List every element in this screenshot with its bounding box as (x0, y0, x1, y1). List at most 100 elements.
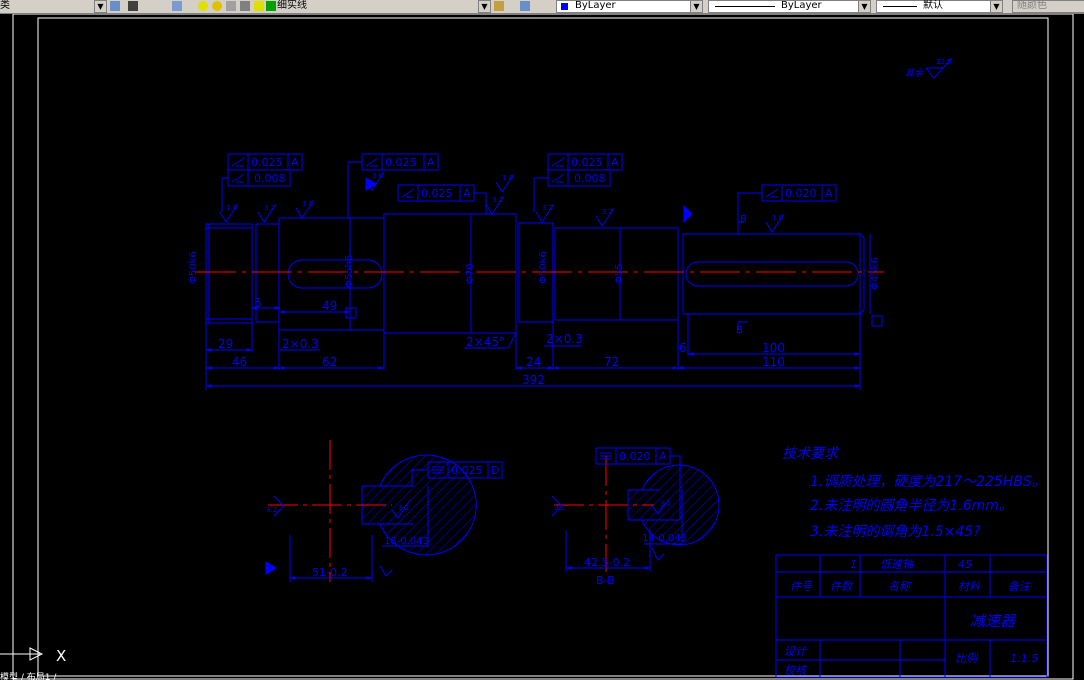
lightbulb-icon[interactable] (198, 1, 208, 11)
title-block-cell: 备注 (1008, 580, 1032, 593)
drawing-canvas[interactable]: 其余 12.5 Φ50k6 Φ55h6 Φ70 Φ50k6 Φ55 Φ45k6 (0, 14, 1084, 680)
dimension-lines (205, 306, 861, 390)
plotstyle-select[interactable]: 随颜色 (1012, 0, 1084, 13)
roughness-mark-value: 3.2 (266, 506, 277, 514)
dimension-text: 100 (762, 341, 785, 355)
roughness-symbol-icon (925, 57, 953, 79)
dimension-text: 14-0.043 (642, 533, 687, 544)
keyway-left (287, 259, 383, 289)
layer-name[interactable]: 细实线 (277, 0, 307, 11)
lineweight-value: 默认 (923, 0, 943, 11)
chevron-down-icon[interactable]: ▼ (94, 0, 107, 13)
linetype-select[interactable]: ByLayer (708, 0, 870, 13)
fcf-value: 0.025 (421, 187, 453, 200)
layout-tabs[interactable]: 模型 / 布局1 / (0, 671, 57, 680)
dimension-text: 18-0.043 (384, 536, 429, 547)
chevron-down-icon[interactable]: ▼ (858, 0, 871, 13)
keyway-right (685, 261, 859, 287)
diameter-label: Φ50k6 (538, 251, 549, 284)
datum-symbols (345, 177, 883, 327)
layer-icon[interactable] (110, 1, 120, 11)
layer-previous-icon[interactable] (520, 1, 530, 11)
dimension-text: 72 (604, 355, 619, 369)
ucs-icon (0, 647, 44, 661)
drawing-border (37, 17, 1049, 677)
shaft-outline (205, 213, 865, 334)
dimension-text: 2×0.3 (282, 337, 319, 351)
chevron-down-icon[interactable]: ▼ (690, 0, 703, 13)
title-block-cell: 设计 (784, 645, 807, 658)
dimension-text: 51-0.2 (312, 566, 347, 579)
chevron-down-icon[interactable]: ▼ (990, 0, 1003, 13)
fcf-datum: A (659, 450, 667, 463)
dimension-text: 62 (322, 355, 337, 369)
fcf-group-1 (221, 153, 303, 212)
line-sample-icon (715, 6, 775, 7)
section-mark: B (736, 325, 743, 336)
title-block-cell: 件数 (830, 580, 854, 593)
tech-title: 技术要求 (782, 446, 840, 462)
tech-item: 2.未注明的圆角半径为1.6mm。 (810, 498, 1013, 514)
title-block-cell: 45 (958, 558, 972, 571)
lineweight-select[interactable]: 默认 (876, 0, 1003, 13)
fcf-value: 0.025 (571, 156, 603, 169)
fcf-value: 0.025 (251, 156, 283, 169)
dimension-text: 2×0.3 (546, 332, 583, 346)
fcf-value: 0.008 (254, 172, 286, 185)
dimension-text: 2×45° (466, 335, 505, 349)
fcf-datum: A (825, 187, 833, 200)
chevron-down-icon[interactable]: ▼ (478, 0, 491, 13)
outer-frame (12, 14, 1074, 680)
roughness-mark-value: 3.2 (542, 204, 553, 212)
tech-item: 3.未注明的倒角为1.5×45? (810, 524, 981, 540)
line-sample-icon (883, 6, 917, 7)
fcf-datum: A (291, 156, 299, 169)
toolbar-fragment: 类 (0, 0, 10, 11)
title-block (775, 554, 1048, 678)
roughness-mark-value: 3.2 (660, 500, 671, 508)
section-view-b: 0.020 A 42.5-0.2 B-B 14-0.043 3.2 3.2 (551, 447, 720, 587)
make-current-icon[interactable] (494, 1, 504, 11)
fcf-group-3 (397, 184, 487, 214)
layer-color-icon[interactable] (254, 1, 264, 11)
roughness-mark-value: 1.6 (502, 174, 514, 182)
color-swatch-icon (561, 3, 568, 10)
title-block-cell: 校核 (784, 664, 808, 677)
color-select[interactable]: ByLayer (556, 0, 703, 13)
roughness-mark-value: 1.6 (302, 200, 314, 208)
dimension-text: 110 (762, 355, 785, 369)
lock-icon[interactable] (226, 1, 236, 11)
dimension-text: 6 (679, 341, 687, 355)
layer-manager-icon[interactable] (172, 1, 182, 11)
drawing-svg[interactable]: 其余 12.5 Φ50k6 Φ55h6 Φ70 Φ50k6 Φ55 Φ45k6 (0, 14, 1084, 680)
printer-icon[interactable] (240, 1, 250, 11)
title-block-cell: 材料 (958, 580, 981, 593)
roughness-mark-value: 1.6 (372, 172, 384, 180)
dimension-text: 46 (232, 355, 247, 369)
dimension-text: 24 (526, 355, 541, 369)
fcf-value: 0.020 (619, 450, 651, 463)
linetype-value: ByLayer (781, 0, 822, 11)
color-value: ByLayer (575, 0, 616, 11)
section-label: B-B (596, 574, 615, 587)
roughness-value: 12.5 (936, 58, 952, 66)
sun-icon[interactable] (212, 1, 222, 11)
title-block-cell: 1:1.5 (1010, 652, 1038, 665)
plotstyle-value: 随颜色 (1017, 0, 1047, 11)
fcf-group-2 (347, 153, 439, 218)
roughness-marks (219, 171, 785, 233)
fcf-datum: A (427, 156, 435, 169)
fcf-group-4 (533, 153, 623, 212)
layer-swatch-icon[interactable] (266, 1, 276, 11)
diameter-label: Φ45k6 (870, 257, 881, 290)
save-icon[interactable] (128, 1, 138, 11)
tech-item: 1.调质处理，硬度为217～225HBS。 (810, 474, 1046, 490)
roughness-mark-value: 1.6 (772, 214, 784, 222)
fcf-datum: A (463, 187, 471, 200)
roughness-mark-value: 3.2 (554, 504, 565, 512)
title-block-cell: 1 (850, 558, 857, 571)
dimension-text: 5 (254, 296, 262, 310)
fcf-value: 0.025 (451, 464, 483, 477)
dimension-text: 49 (322, 299, 337, 313)
ucs-x-label: X (56, 647, 66, 665)
